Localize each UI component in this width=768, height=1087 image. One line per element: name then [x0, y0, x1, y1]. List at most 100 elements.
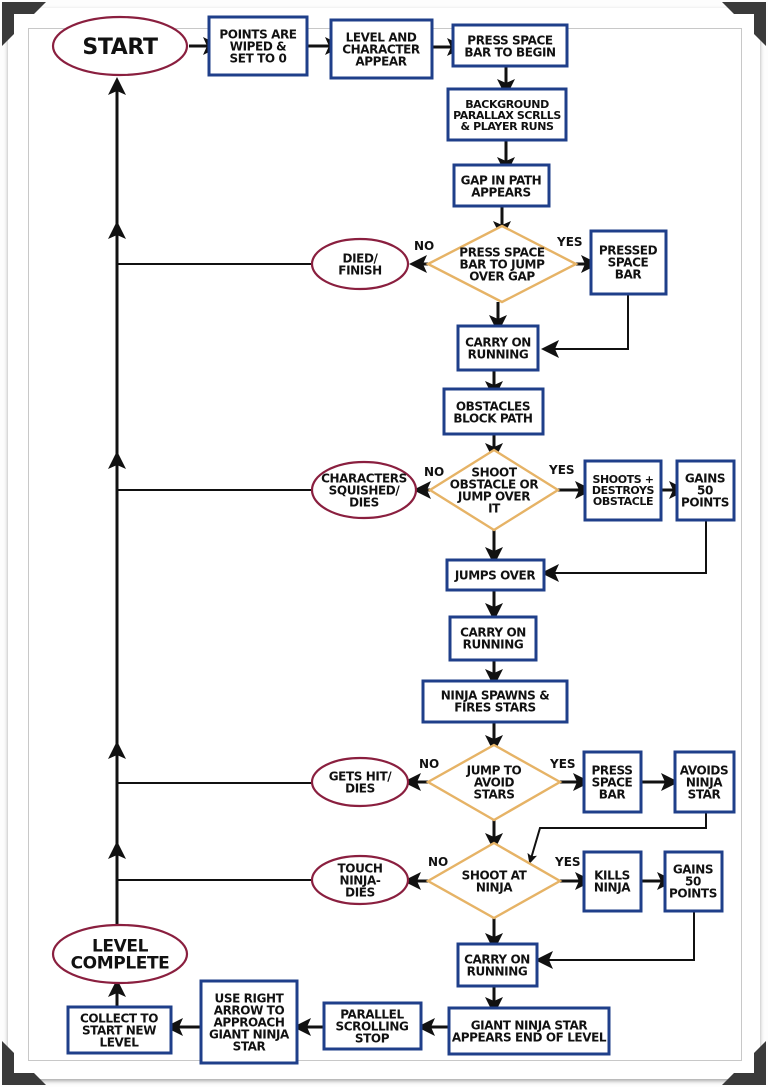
node-label-line: FIRES STARS: [454, 700, 536, 714]
node-label-line: RUNNING: [468, 347, 529, 361]
label-no-3: NO: [419, 757, 439, 771]
edges: [108, 37, 707, 1036]
node-label-line: PARALLEL: [340, 1007, 404, 1021]
terminal-start: START: [51, 15, 189, 77]
node-label-line: JUMPS OVER: [454, 568, 536, 582]
node-label-line: NINJA: [594, 880, 631, 894]
node-label-line: CARRY ON: [464, 952, 530, 966]
node-label-line: SQUISHED/: [329, 483, 401, 497]
node-label-line: AVOIDS: [680, 763, 728, 777]
node-label-line: STARS: [473, 787, 514, 801]
node-label-line: KILLS: [594, 868, 630, 882]
node-label-line: 50: [697, 483, 713, 497]
node-label-line: 50: [685, 874, 701, 888]
node-label-line: BAR TO BEGIN: [464, 45, 555, 59]
node-label-line: JUMP TO: [466, 763, 522, 777]
node-label-line: NINJA: [476, 880, 513, 894]
node-label-line: PRESS: [592, 763, 633, 777]
node-label-line: PRESSED: [599, 243, 658, 257]
node-label: GETS HIT/DIES: [329, 769, 393, 795]
node-label-line: SHOOT: [471, 465, 517, 479]
label-yes-3: YES: [549, 757, 576, 771]
node-label-line: BAR TO JUMP: [460, 257, 546, 271]
node-label-line: SCROLLING: [336, 1019, 409, 1033]
node-label-line: OBSTACLE: [593, 495, 653, 508]
node-label-line: GAP IN PATH: [461, 173, 542, 187]
node-label-line: APPEAR: [355, 54, 406, 68]
node-label-line: LEVEL AND: [346, 30, 417, 44]
node-label-line: APPEARS END OF LEVEL: [452, 1030, 607, 1044]
label-yes-4: YES: [554, 855, 581, 869]
node-label-line: DESTROYS: [592, 484, 655, 497]
edge-pressed-carry: [541, 294, 629, 358]
node-label-line: BLOCK PATH: [453, 411, 532, 425]
node-label-line: USE RIGHT: [215, 991, 285, 1005]
node-label-line: NINJA-: [340, 873, 381, 887]
node-label: NINJA SPAWNS &FIRES STARS: [441, 688, 550, 714]
node-label-line: SHOOTS +: [592, 473, 653, 486]
node-label-line: NINJA SPAWNS &: [441, 688, 550, 702]
node-label-line: STAR: [233, 1039, 266, 1053]
label-no-2: NO: [424, 465, 444, 479]
terminal-gets-hit: GETS HIT/DIES: [310, 756, 410, 808]
node-label-line: CARRY ON: [460, 625, 526, 639]
node-label-line: DIES: [345, 781, 375, 795]
node-label-line: FINISH: [338, 263, 381, 277]
edge-gains-jumps: [541, 520, 707, 582]
node-label-line: OVER GAP: [469, 269, 535, 283]
node-label-line: RUNNING: [467, 964, 528, 978]
node-label-line: BAR: [599, 787, 626, 801]
node-label-line: LEVEL: [100, 1035, 140, 1049]
label-yes-2: YES: [548, 463, 575, 477]
node-label-line: GIANT NINJA STAR: [471, 1018, 588, 1032]
node-label-line: DIES: [345, 885, 375, 899]
edge-labels: NO YES NO YES NO YES NO YES: [414, 235, 583, 869]
node-label-line: WIPED &: [230, 39, 287, 53]
node-label-line: PRESS SPACE: [459, 245, 545, 259]
node-label-line: ARROW TO: [214, 1003, 285, 1017]
corner-bottom-left: [2, 1041, 46, 1085]
label-no-1: NO: [414, 239, 434, 253]
node-label-line: SPACE: [608, 255, 649, 269]
node-label-line: OBSTACLES: [456, 399, 530, 413]
box-jumps-over: JUMPS OVER: [445, 558, 546, 592]
node-label-line: SPACE: [592, 775, 633, 789]
node-label-line: STOP: [355, 1031, 390, 1045]
node-label-line: CHARACTER: [342, 42, 420, 56]
node-label-line: DIED/: [343, 251, 379, 265]
